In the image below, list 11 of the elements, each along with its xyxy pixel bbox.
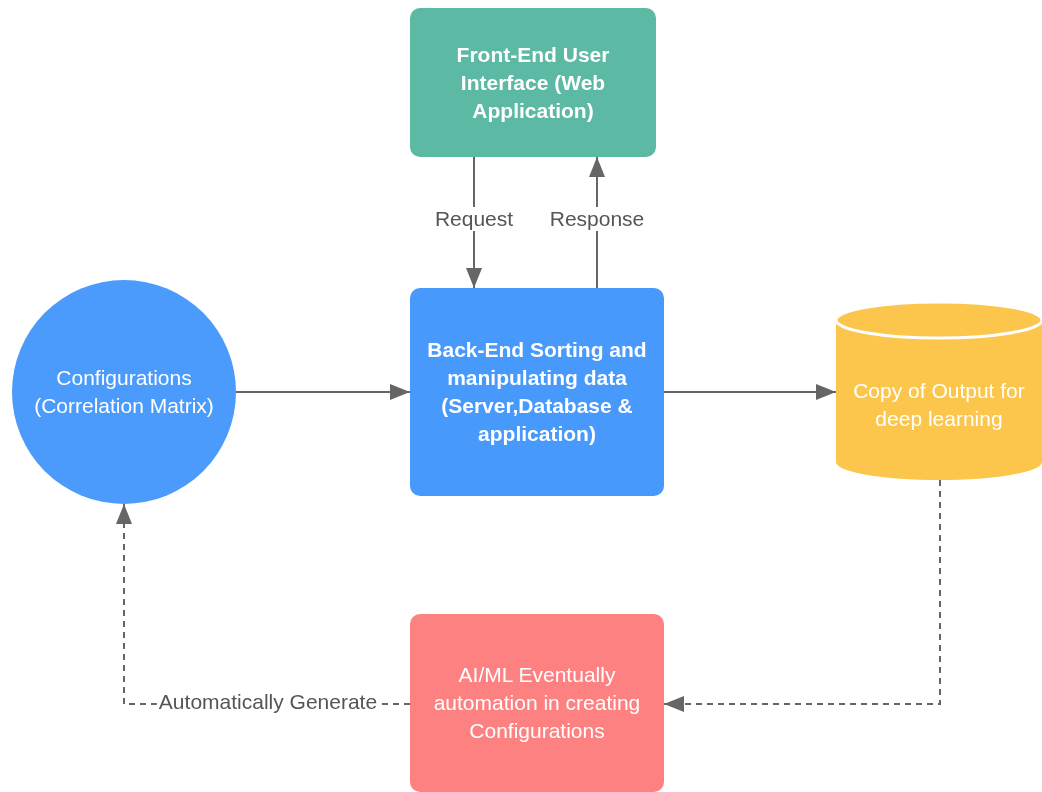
backend-box (410, 288, 664, 496)
arrow (235, 384, 411, 400)
frontend-box (410, 8, 656, 157)
aiml-box (410, 614, 664, 792)
node-label: Copy of Output for deep learning (852, 378, 1026, 432)
node-label: AI/ML Eventually automation in creating Configurations (432, 662, 642, 744)
node-label: Front-End User Interface (Web Application) (455, 41, 611, 124)
dashed-arrow (663, 479, 941, 712)
arrow (663, 384, 837, 400)
node-label: Configurations (Correlation Matrix) (33, 365, 215, 419)
node-label: Back-End Sorting and manipulating data (Server,Database & application) (426, 337, 648, 447)
